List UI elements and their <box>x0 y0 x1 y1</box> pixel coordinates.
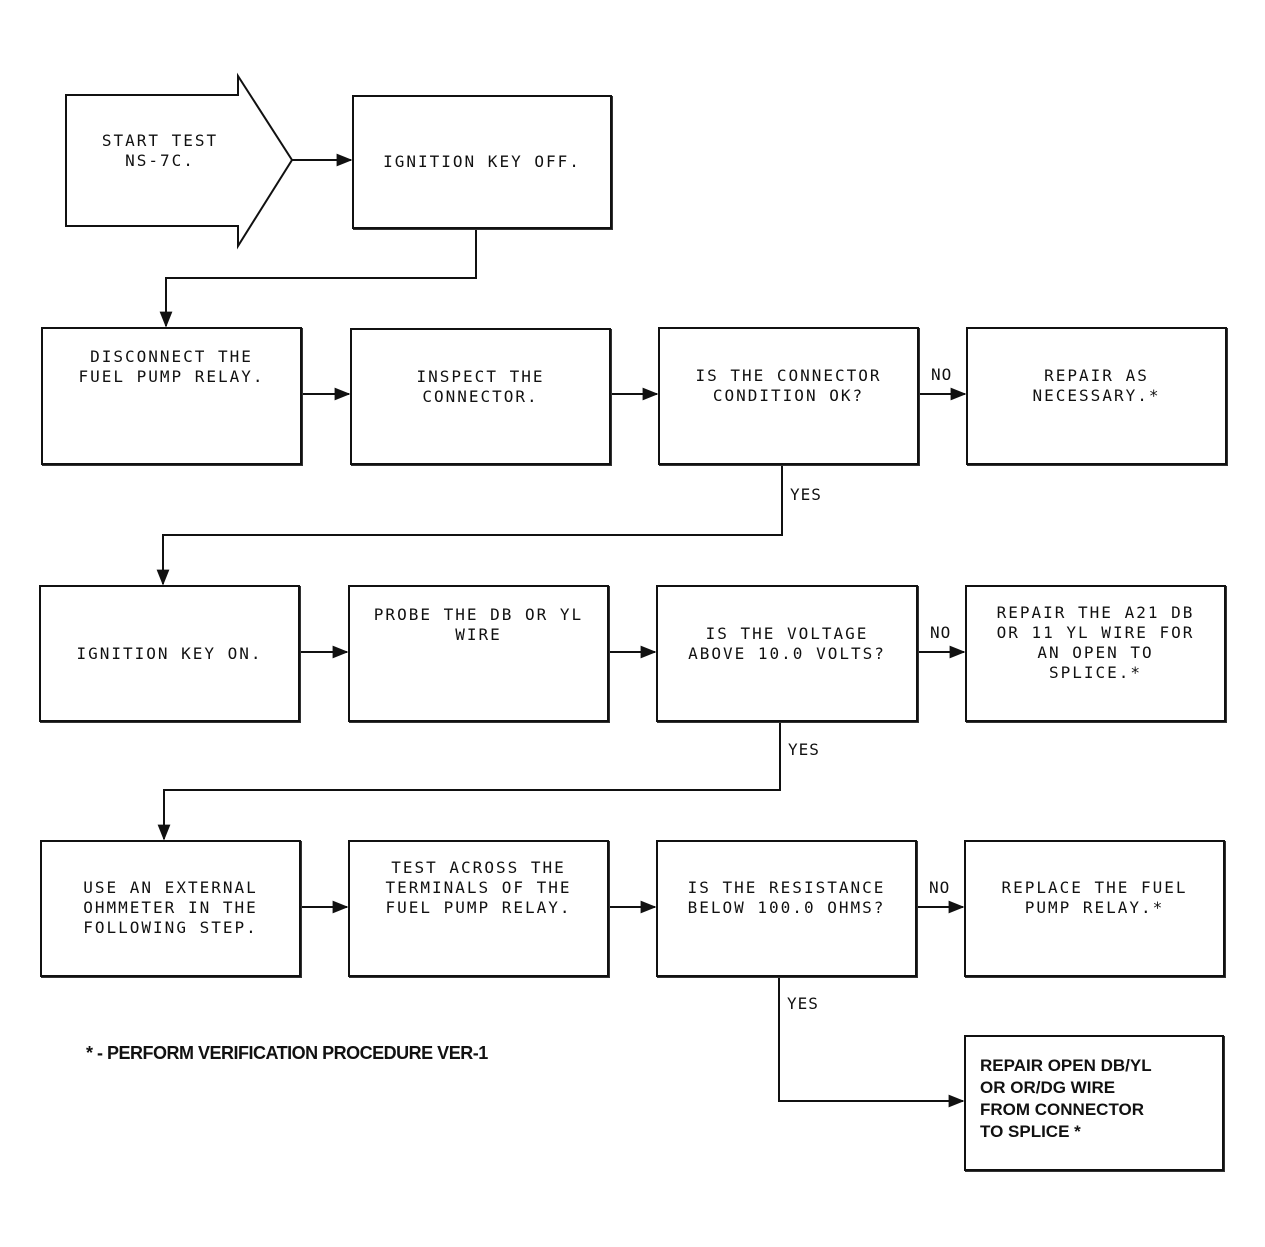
step-ignition-key-on: IGNITION KEY ON. <box>39 585 300 722</box>
step-text: IGNITION KEY OFF. <box>383 152 581 171</box>
action-replace-relay: REPLACE THE FUEL PUMP RELAY.* <box>964 840 1225 977</box>
start-test-arrow: START TEST NS-7C. <box>66 95 238 226</box>
footnote-verification: * - PERFORM VERIFICATION PROCEDURE VER-1 <box>86 1043 488 1063</box>
action-repair-as-necessary: REPAIR AS NECESSARY.* <box>966 327 1227 465</box>
decision-connector-ok: IS THE CONNECTOR CONDITION OK? <box>658 327 919 465</box>
step-inspect-connector: INSPECT THE CONNECTOR. <box>350 328 611 465</box>
action-text: REPAIR AS NECESSARY.* <box>1032 366 1161 405</box>
step-text: PROBE THE DB OR YL WIRE <box>373 605 584 644</box>
step-text: IGNITION KEY ON. <box>76 644 263 663</box>
start-test-text: START TEST NS-7C. <box>101 131 219 170</box>
action-text: REPLACE THE FUEL PUMP RELAY.* <box>1001 878 1188 917</box>
action-text: REPAIR THE A21 DB OR 11 YL WIRE FOR AN O… <box>996 603 1195 682</box>
label-yes-row3: YES <box>787 994 819 1013</box>
edge-qconnector-ignon <box>156 465 783 586</box>
decision-text: IS THE VOLTAGE ABOVE 10.0 VOLTS? <box>688 624 886 663</box>
decision-resistance-below: IS THE RESISTANCE BELOW 100.0 OHMS? <box>656 840 917 977</box>
edge-qvoltage-useohm <box>157 722 781 841</box>
step-text: TEST ACROSS THE TERMINALS OF THE FUEL PU… <box>385 858 572 917</box>
start-arrow-shape <box>65 72 294 250</box>
step-ignition-key-off: IGNITION KEY OFF. <box>352 95 612 229</box>
action-text: REPAIR OPEN DB/YL OR OR/DG WIRE FROM CON… <box>980 1056 1152 1141</box>
label-no-row1: NO <box>931 365 953 384</box>
label-no-row2: NO <box>930 623 952 642</box>
edge-qresist-repairopen <box>778 977 965 1108</box>
label-no-row3: NO <box>929 878 951 897</box>
action-repair-open-wire: REPAIR OPEN DB/YL OR OR/DG WIRE FROM CON… <box>964 1035 1224 1171</box>
label-yes-row2: YES <box>788 740 820 759</box>
decision-voltage-above: IS THE VOLTAGE ABOVE 10.0 VOLTS? <box>656 585 918 722</box>
step-probe-wire: PROBE THE DB OR YL WIRE <box>348 585 609 722</box>
label-yes-row1: YES <box>790 485 822 504</box>
action-repair-a21-wire: REPAIR THE A21 DB OR 11 YL WIRE FOR AN O… <box>965 585 1226 722</box>
step-text: USE AN EXTERNAL OHMMETER IN THE FOLLOWIN… <box>83 878 258 937</box>
step-use-ohmmeter: USE AN EXTERNAL OHMMETER IN THE FOLLOWIN… <box>40 840 301 977</box>
decision-text: IS THE CONNECTOR CONDITION OK? <box>695 366 882 405</box>
step-disconnect-relay: DISCONNECT THE FUEL PUMP RELAY. <box>41 327 302 465</box>
step-test-across-terminals: TEST ACROSS THE TERMINALS OF THE FUEL PU… <box>348 840 609 977</box>
edge-ignoff-disconnect <box>159 229 477 328</box>
decision-text: IS THE RESISTANCE BELOW 100.0 OHMS? <box>687 878 886 917</box>
step-text: DISCONNECT THE FUEL PUMP RELAY. <box>78 347 265 386</box>
step-text: INSPECT THE CONNECTOR. <box>416 367 545 406</box>
